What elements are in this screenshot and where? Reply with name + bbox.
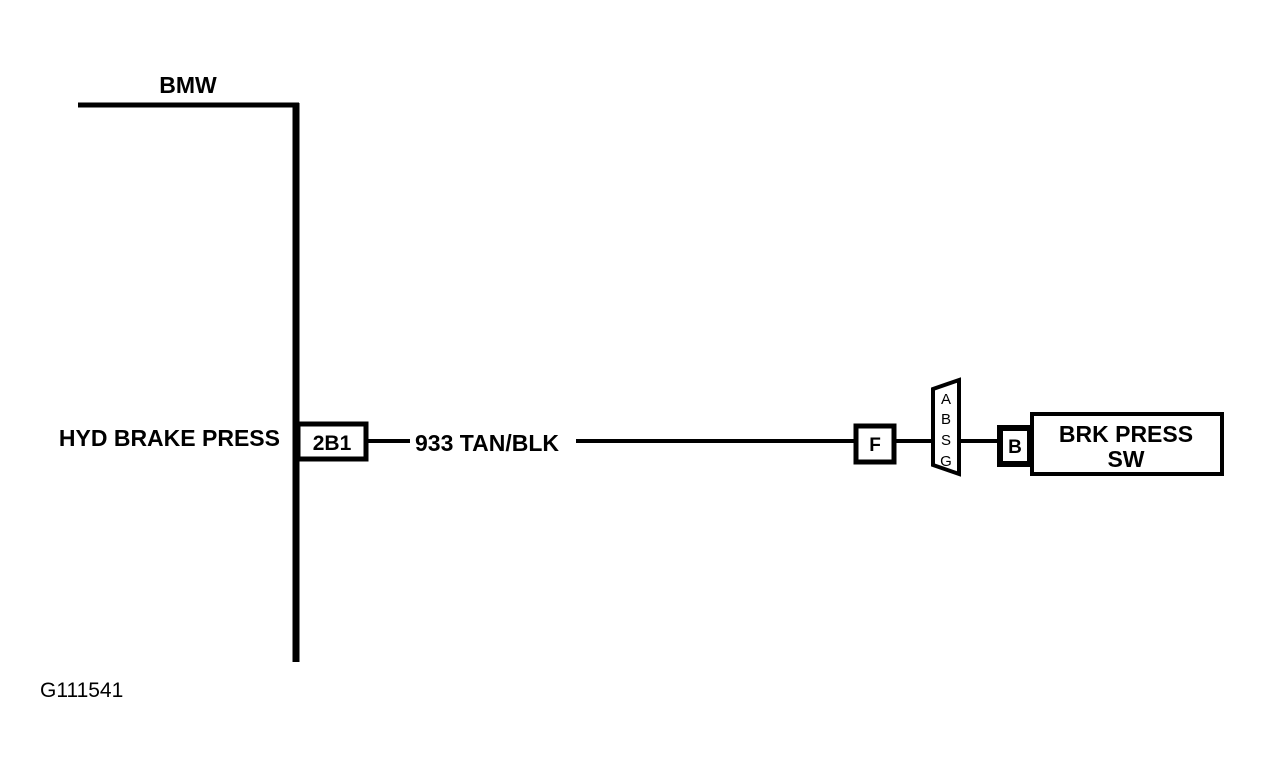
cavity-s: S <box>941 432 951 449</box>
cavity-b: B <box>941 411 951 428</box>
bmw-module: BMW <box>78 72 300 662</box>
inline-pin-box <box>853 423 897 465</box>
inline-connector-body: A B S G <box>931 377 961 477</box>
switch-name-line1: BRK PRESS <box>1059 421 1193 447</box>
switch-pin-connector: B <box>997 425 1033 467</box>
wire-933: 933 TAN/BLK <box>366 430 856 456</box>
inline-pin-label: F <box>869 435 881 456</box>
switch-name-line2: SW <box>1107 446 1144 472</box>
switch-pin-label: B <box>1008 437 1022 458</box>
switch-box <box>1030 412 1224 476</box>
figure-id: G111541 <box>40 679 123 702</box>
cavity-a: A <box>941 391 951 408</box>
wire-label: 933 TAN/BLK <box>415 430 559 456</box>
module-name: BMW <box>159 72 217 98</box>
switch-pin-box <box>997 425 1033 467</box>
circuit-label: HYD BRAKE PRESS <box>59 425 280 451</box>
connector-body-shape <box>931 377 961 477</box>
module-pin-label: 2B1 <box>313 432 352 455</box>
cavity-g: G <box>940 453 952 470</box>
module-pin-connector: 2B1 <box>295 421 369 462</box>
brake-pressure-switch: BRK PRESS SW <box>1030 412 1224 476</box>
inline-connector-pin: F <box>853 423 897 465</box>
